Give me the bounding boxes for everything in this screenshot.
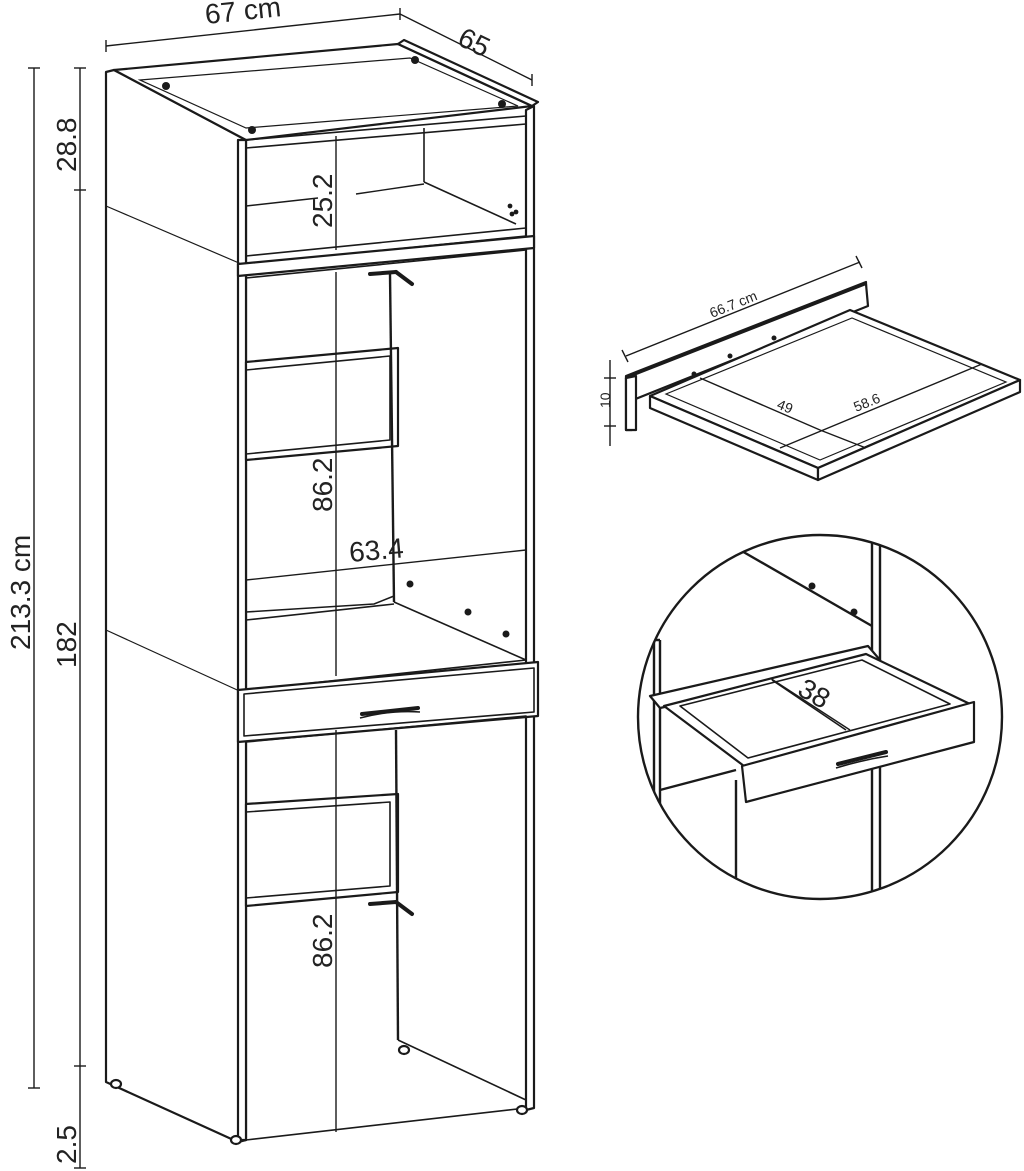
- upper-hinge-icon: [394, 270, 414, 286]
- drawer-front-inner: [243, 667, 535, 737]
- inner-width-dimension-line: [245, 549, 527, 581]
- detail-drawer-handle-icon: [836, 750, 888, 766]
- upper-opening-frame: [245, 249, 527, 691]
- left-panel-seam-top: [105, 205, 247, 267]
- upper-shelf-hole: [464, 608, 472, 616]
- drawer-handle-icon: [360, 706, 420, 716]
- niche-floor-edge: [423, 181, 517, 225]
- lower-hinge-icon: [394, 900, 414, 916]
- lower-opening-label: 86.2: [307, 914, 338, 969]
- upper-back-edge: [388, 273, 396, 603]
- total-height-label: 213.3 cm: [5, 535, 36, 650]
- niche-guide-line: [245, 197, 319, 207]
- detail-drawer-divider: [771, 679, 847, 731]
- upper-opening-label: 86.2: [307, 458, 338, 513]
- shelf-depth-dimension-line: [699, 377, 821, 431]
- cabinet-back-top-edge: [396, 38, 540, 108]
- top-hole: [411, 56, 419, 64]
- dim-tick: [855, 255, 863, 269]
- lower-floor-edge: [397, 1039, 527, 1101]
- top-hole: [248, 126, 256, 134]
- top-niche-label: 25.2: [307, 174, 338, 229]
- top-section-label: 28.8: [51, 118, 82, 173]
- detail-drawer-handle-shadow: [835, 755, 889, 769]
- cabinet-right-side-panel: [524, 104, 536, 1112]
- width-dimension-line: [105, 13, 401, 47]
- main-cabinet-view: 67 cm 65 213.3 cm 28.8 182 2.5 25.2 86.2…: [5, 0, 540, 1169]
- top-hole: [162, 82, 170, 90]
- upper-shelf-hole: [406, 580, 414, 588]
- detail-hole: [850, 608, 858, 616]
- upper-shelf-front: [245, 603, 395, 621]
- shelf-back-front: [624, 374, 638, 432]
- cabinet-front-left-edge: [236, 138, 248, 1142]
- shelf-board-side-edge: [816, 378, 1022, 482]
- shelf-width-dimension-line: [625, 261, 861, 357]
- upper-door-inner: [245, 355, 391, 455]
- depth-label: 65: [453, 22, 495, 64]
- lower-hinge-icon: [368, 900, 398, 906]
- shelf-board: [648, 308, 1022, 470]
- detail-back-edge: [739, 548, 873, 628]
- niche-divider-board: [236, 234, 536, 278]
- niche-peg: [509, 211, 515, 217]
- top-board-inner-edge: [137, 57, 519, 129]
- middle-height-label: 182: [51, 621, 82, 668]
- upper-shelf-hole: [502, 630, 510, 638]
- detail-drawer-inner: [679, 659, 951, 759]
- shelf-board-inner: [664, 317, 1008, 461]
- shelf-hole: [727, 353, 733, 359]
- drawer-detail-view: 38: [636, 533, 1004, 901]
- inner-width-label: 63.4: [348, 532, 405, 568]
- upper-shelf-line: [245, 595, 395, 613]
- shelf-detail-view: 66.7 cm 10 49 58.6: [597, 255, 1022, 482]
- shelf-depth-label: 49: [775, 396, 796, 417]
- foot-icon: [229, 1134, 243, 1146]
- top-niche-inner: [245, 123, 527, 257]
- shelf-width-label: 66.7 cm: [707, 287, 759, 320]
- foot-icon: [397, 1044, 411, 1056]
- upper-door-panel: [244, 346, 400, 462]
- detail-drawer-front: [740, 700, 976, 804]
- drawer-depth-dimension-line: [769, 677, 851, 731]
- top-hole: [498, 100, 506, 108]
- niche-peg: [507, 203, 513, 209]
- shelf-inner-width-dimension-line: [779, 363, 983, 449]
- cabinet-left-side-panel: [104, 68, 248, 1144]
- dim-tick: [621, 349, 629, 363]
- lower-back-edge: [394, 729, 400, 1041]
- niche-peg: [513, 209, 519, 215]
- lower-opening-frame: [245, 715, 527, 1141]
- depth-dimension-line: [399, 13, 533, 81]
- shelf-hole: [691, 371, 697, 377]
- detail-hole: [808, 582, 816, 590]
- foot-icon: [515, 1104, 529, 1116]
- left-panel-seam-mid: [105, 629, 247, 695]
- niche-guide-line: [355, 183, 425, 195]
- detail-lower-edge: [659, 768, 737, 792]
- upper-hinge-icon: [368, 270, 398, 276]
- lower-door-inner: [245, 801, 391, 899]
- width-label: 67 cm: [203, 0, 282, 30]
- drawer-handle-shadow: [359, 710, 421, 719]
- dim-guide: [819, 429, 867, 449]
- foot-height-label: 2.5: [51, 1125, 82, 1164]
- foot-icon: [109, 1078, 123, 1090]
- shelf-height-label: 10: [597, 392, 613, 408]
- shelf-hole: [771, 335, 777, 341]
- upper-floor-edge: [393, 601, 527, 661]
